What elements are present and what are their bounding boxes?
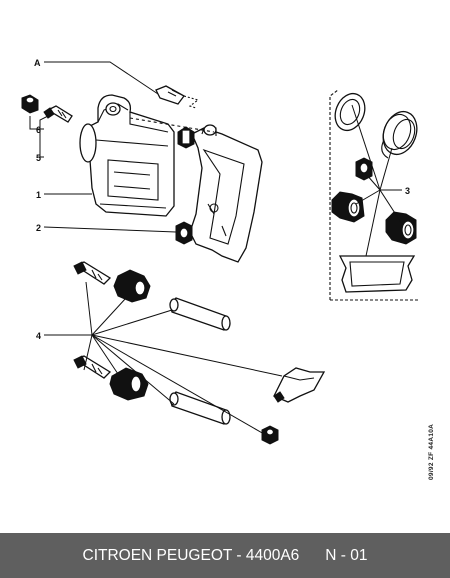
callout-4: 4 <box>36 331 41 341</box>
guide-bolt-upper <box>73 261 112 285</box>
callout-2: 2 <box>36 223 41 233</box>
grease-sachet <box>338 255 416 293</box>
anti-rattle-spring <box>273 367 326 403</box>
caliper-body <box>79 94 175 217</box>
bolt-a <box>155 85 200 109</box>
guide-sleeve-upper <box>169 297 231 331</box>
seal-kit-boot-right <box>385 211 417 245</box>
guide-boot-lower <box>109 367 149 401</box>
seal-kit-bracket <box>329 89 339 300</box>
guide-bolt-lower <box>73 355 112 379</box>
seal-kit-small-boot <box>355 157 373 181</box>
caliper-carrier-bracket <box>189 124 263 263</box>
seal-kit-boot-left <box>331 191 365 223</box>
guide-sleeve-lower <box>169 391 231 425</box>
sheet-number: N - 01 <box>325 546 368 564</box>
callout-6: 6 <box>36 125 41 135</box>
part-reference: CITROEN PEUGEOT - 4400A6 <box>82 546 300 564</box>
carrier-boot-upper <box>177 126 195 149</box>
bleed-screw <box>43 105 73 123</box>
callout-5: 5 <box>36 153 41 163</box>
leader-lines <box>29 61 403 435</box>
pin-cap <box>261 425 279 445</box>
callout-a: A <box>34 58 41 68</box>
callout-1: 1 <box>36 190 41 200</box>
drawing-code: 09/92 ZF 44A10A <box>428 424 435 480</box>
guide-boot-upper <box>113 269 151 303</box>
piston-dust-boot <box>381 110 418 159</box>
dust-cap <box>21 94 39 114</box>
footer-bar: CITROEN PEUGEOT - 4400A6 N - 01 <box>0 533 450 578</box>
piston-seal-ring <box>334 92 366 132</box>
callout-3: 3 <box>405 186 410 196</box>
exploded-parts-diagram: A 6 5 1 2 3 4 09/92 ZF 44A10A <box>21 58 435 480</box>
carrier-boot-lower <box>175 221 193 245</box>
assembly-axis-upper <box>129 117 215 133</box>
